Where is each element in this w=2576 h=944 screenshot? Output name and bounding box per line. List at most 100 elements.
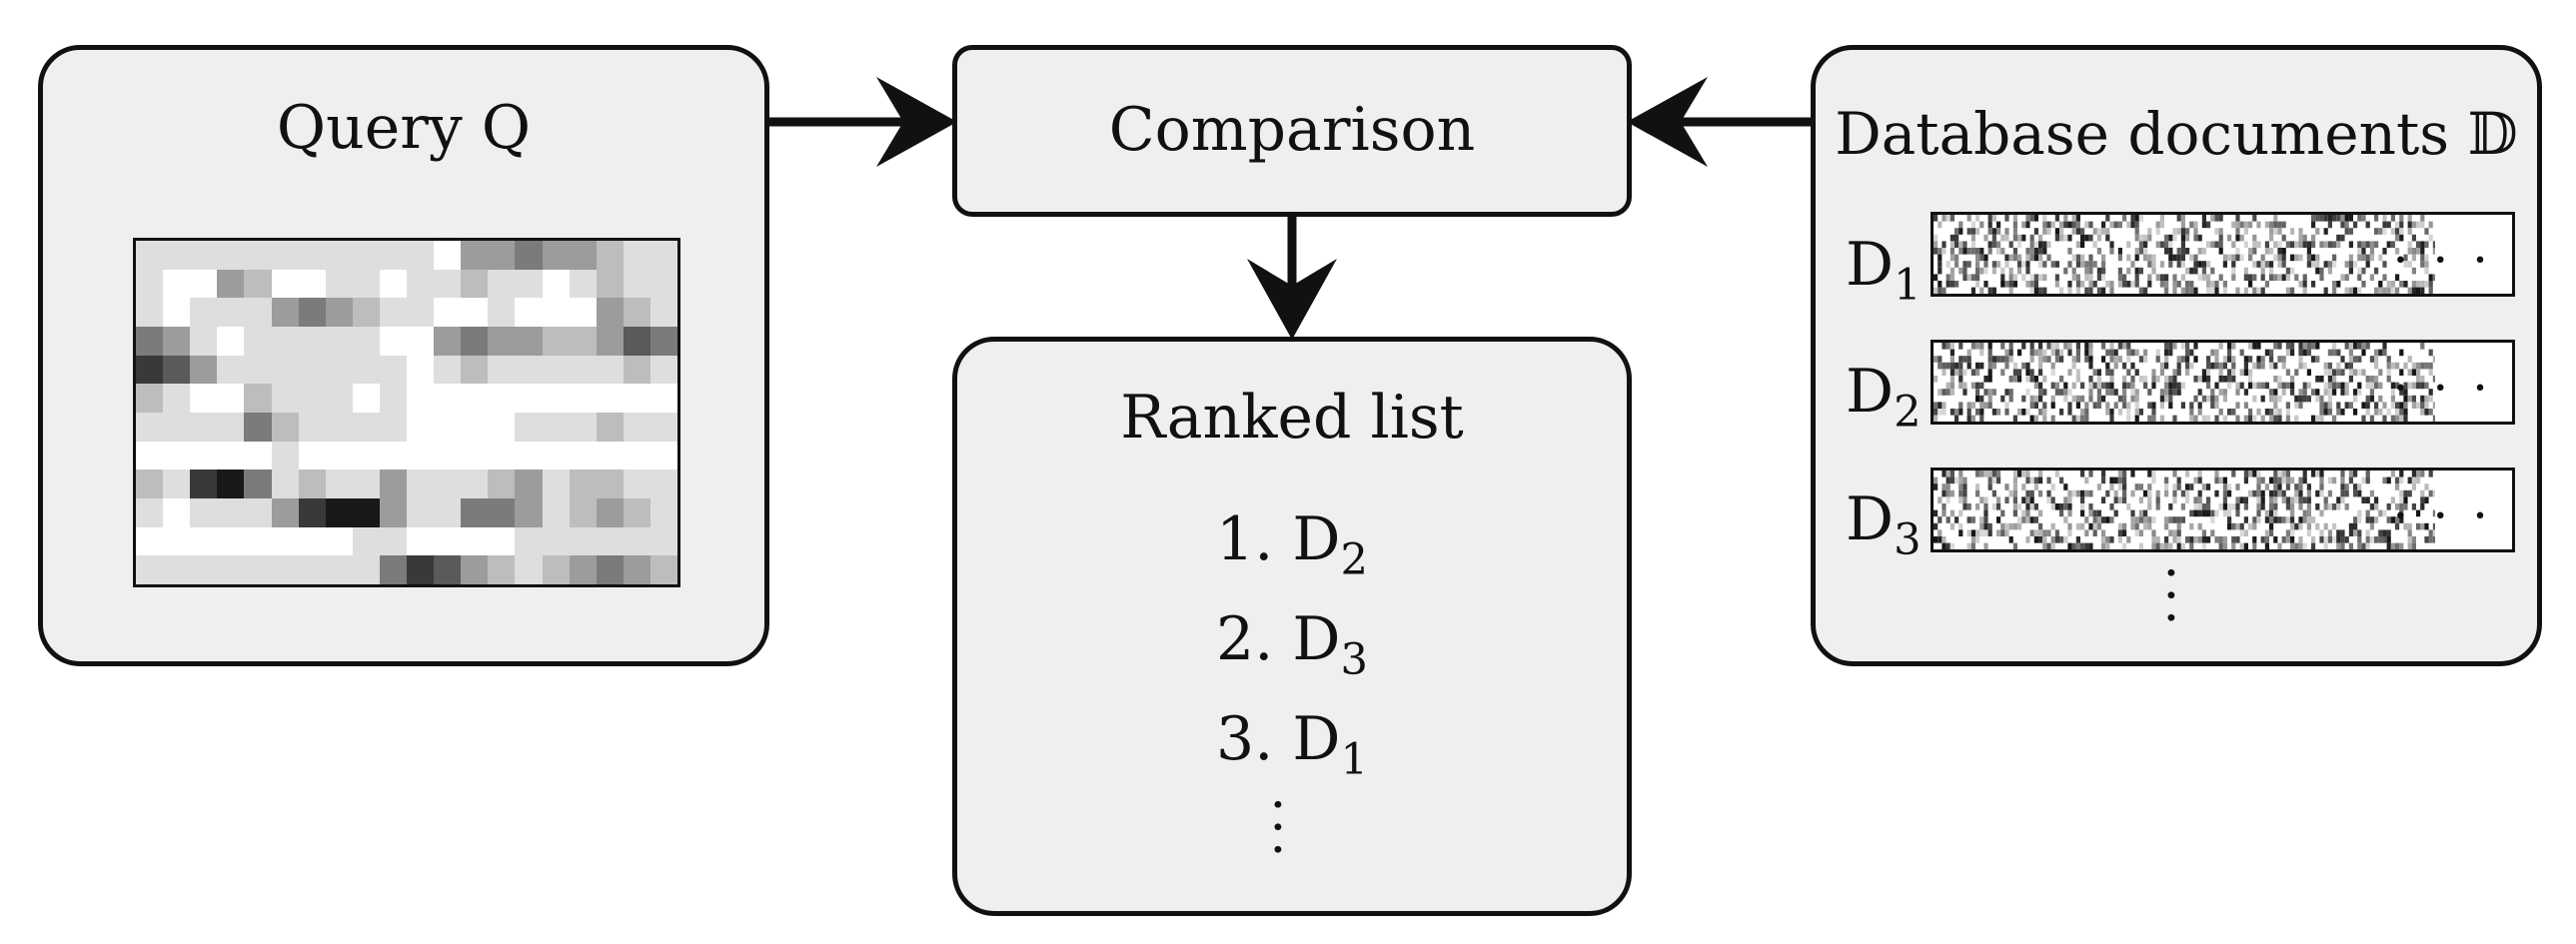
strip-cell [1962, 382, 1967, 390]
strip-cell [2012, 489, 2017, 497]
strip-cell [2134, 409, 2139, 416]
strip-cell [2025, 215, 2030, 222]
strip-cell [2369, 415, 2374, 422]
strip-cell [2420, 215, 2425, 222]
strip-cell [2348, 215, 2353, 222]
strip-cell [2302, 287, 2307, 294]
strip-cell [2054, 349, 2059, 357]
strip-cell [1962, 389, 1967, 396]
strip-cell [2264, 248, 2269, 255]
strip-cell [2134, 349, 2139, 357]
strip-cell [2323, 542, 2328, 549]
strip-cell [2063, 382, 2068, 390]
strip-cell [2197, 402, 2202, 409]
matrix-cell [190, 326, 218, 356]
strip-cell [2357, 241, 2362, 248]
strip-cell [2248, 415, 2253, 422]
rank-number: 2. [1216, 604, 1274, 674]
strip-cell [2046, 476, 2051, 484]
strip-cell [2235, 415, 2240, 422]
matrix-cell [190, 269, 218, 299]
strip-cell [2075, 415, 2080, 422]
strip-cell [2243, 476, 2248, 484]
strip-cell [2168, 343, 2173, 350]
strip-cell [2386, 369, 2391, 376]
matrix-cell [163, 470, 191, 498]
matrix-cell [190, 355, 218, 385]
strip-cell [1983, 516, 1988, 523]
strip-cell [2294, 489, 2299, 497]
strip-cell [2210, 349, 2215, 357]
strip-cell [2374, 349, 2379, 357]
strip-cell [2231, 536, 2236, 543]
strip-cell [2096, 287, 2101, 294]
strip-cell [2075, 542, 2080, 549]
strip-cell [2420, 489, 2425, 497]
strip-cell [2159, 395, 2164, 403]
strip-cell [2117, 395, 2122, 403]
strip-cell [2206, 241, 2211, 248]
strip-cell [2201, 221, 2206, 229]
strip-cell [1937, 529, 1942, 536]
strip-cell [2189, 483, 2194, 490]
strip-cell [2374, 215, 2379, 222]
strip-cell [2164, 516, 2169, 523]
strip-cell [2176, 215, 2181, 222]
strip-cell [2038, 343, 2043, 350]
strip-cell [2084, 349, 2089, 357]
strip-cell [2315, 489, 2320, 497]
strip-cell [2101, 529, 2106, 536]
strip-cell [2046, 254, 2051, 262]
strip-cell [2025, 376, 2030, 383]
strip-cell [2260, 254, 2265, 262]
strip-cell [2084, 529, 2089, 536]
strip-cell [2105, 281, 2110, 288]
strip-cell [2122, 274, 2127, 281]
strip-cell [2395, 287, 2400, 294]
strip-cell [2050, 261, 2055, 268]
strip-cell [2348, 476, 2353, 484]
strip-cell [2231, 267, 2236, 275]
strip-cell [1949, 356, 1954, 363]
matrix-cell [163, 298, 191, 327]
strip-cell [2067, 349, 2072, 357]
strip-cell [2365, 536, 2370, 543]
strip-cell [1954, 228, 1959, 235]
strip-cell [2012, 369, 2017, 376]
strip-cell [1996, 221, 2001, 229]
strip-cell [2214, 476, 2219, 484]
strip-cell [2424, 496, 2429, 503]
strip-cell [2155, 241, 2160, 248]
strip-cell [2411, 471, 2416, 477]
strip-cell [1958, 409, 1963, 416]
strip-cell [1975, 471, 1980, 477]
strip-cell [2285, 496, 2290, 503]
strip-cell [2411, 287, 2416, 294]
strip-cell [2206, 281, 2211, 288]
strip-cell [2054, 261, 2059, 268]
strip-cell [2432, 509, 2435, 517]
strip-cell [2185, 343, 2190, 350]
strip-cell [2390, 415, 2395, 422]
strip-cell [2159, 369, 2164, 376]
strip-cell [2260, 496, 2265, 503]
database-title: Database documents 𝔻 [1835, 100, 2518, 168]
strip-cell [2269, 415, 2274, 422]
strip-cell [2344, 483, 2349, 490]
strip-cell [2382, 261, 2387, 268]
strip-cell [2256, 509, 2261, 517]
strip-cell [2071, 489, 2076, 497]
strip-cell [2336, 496, 2341, 503]
strip-cell [2088, 343, 2093, 350]
strip-cell [2180, 503, 2185, 510]
strip-cell [2327, 395, 2332, 403]
strip-cell [2151, 267, 2156, 275]
strip-cell [2411, 369, 2416, 376]
strip-cell [2092, 261, 2097, 268]
strip-cell [2054, 281, 2059, 288]
strip-cell [2025, 489, 2030, 497]
strip-cell [2025, 516, 2030, 523]
strip-cell [2222, 395, 2227, 403]
strip-cell [2365, 402, 2370, 409]
strip-cell [2105, 409, 2110, 416]
